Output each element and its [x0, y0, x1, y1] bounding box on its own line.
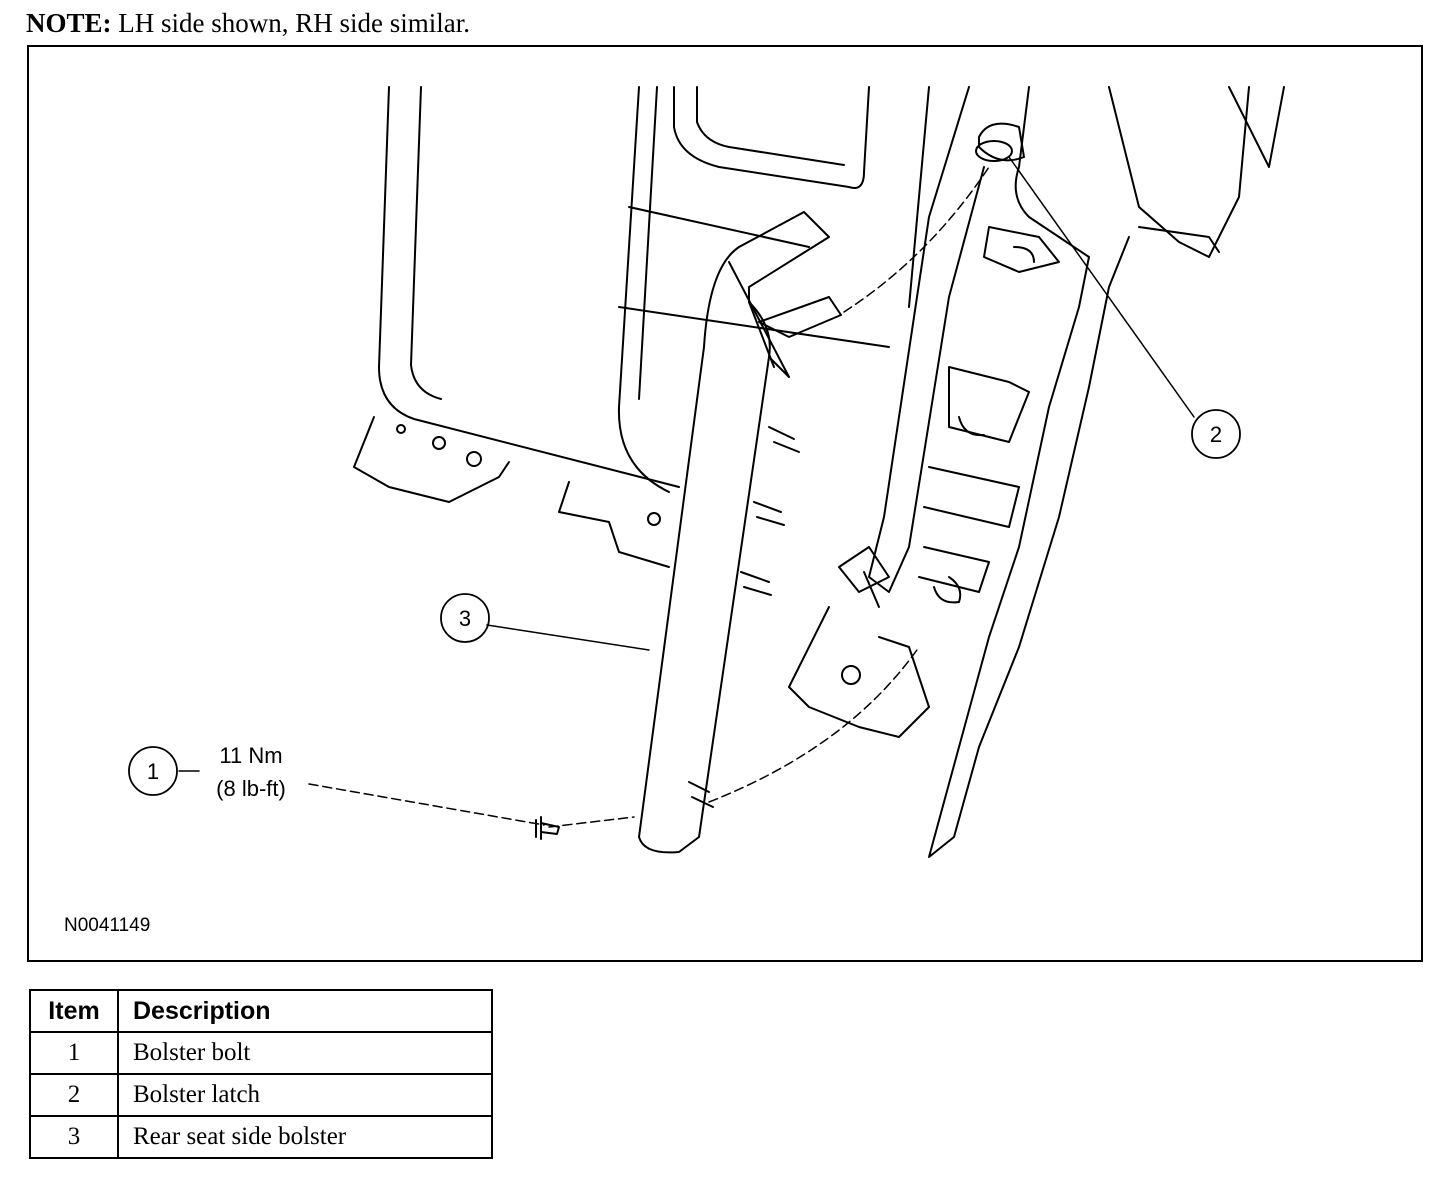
- legend-table: Item Description 1 Bolster bolt 2 Bolste…: [29, 989, 493, 1159]
- rear-seat-bolster-illustration: 1 2 3 11 Nm (8 lb-ft) N0041149: [64, 86, 1285, 936]
- callout-1-number: 1: [147, 759, 159, 784]
- bolster-bolt-drawing: [535, 816, 560, 840]
- note-label: NOTE:: [26, 8, 112, 38]
- callout-2-number: 2: [1210, 422, 1222, 447]
- legend-header-row: Item Description: [29, 989, 493, 1033]
- legend-item-number: 2: [29, 1073, 119, 1117]
- illustration-frame: 1 2 3 11 Nm (8 lb-ft) N0041149: [27, 45, 1423, 962]
- leader-lines: [178, 156, 1195, 828]
- legend-item-description: Bolster latch: [117, 1073, 493, 1117]
- table-row: 2 Bolster latch: [29, 1073, 493, 1117]
- figure-id: N0041149: [64, 915, 150, 936]
- legend-item-number: 1: [29, 1031, 119, 1075]
- body-pillar-drawing: [788, 86, 1285, 858]
- legend-item-description: Rear seat side bolster: [117, 1115, 493, 1159]
- torque-imperial: (8 lb-ft): [216, 776, 286, 801]
- table-row: 3 Rear seat side bolster: [29, 1115, 493, 1159]
- note-text: LH side shown, RH side similar.: [111, 8, 471, 38]
- callout-1: 1: [128, 746, 178, 796]
- table-row: 1 Bolster bolt: [29, 1031, 493, 1075]
- callout-3-number: 3: [459, 606, 471, 631]
- seat-back-drawing: [353, 86, 930, 568]
- legend-item-number: 3: [29, 1115, 119, 1159]
- callout-3: 3: [440, 593, 490, 643]
- side-bolster-drawing: [638, 211, 842, 854]
- torque-metric: 11 Nm: [219, 743, 282, 768]
- legend-item-description: Bolster bolt: [117, 1031, 493, 1075]
- legend-header-description: Description: [117, 989, 493, 1033]
- legend-header-item: Item: [29, 989, 119, 1033]
- callout-2: 2: [1191, 409, 1241, 459]
- note-line: NOTE: LH side shown, RH side similar.: [26, 8, 470, 39]
